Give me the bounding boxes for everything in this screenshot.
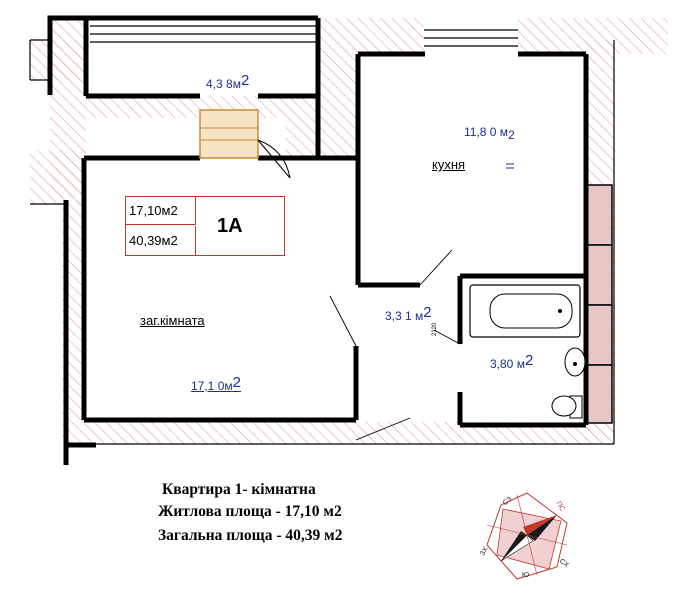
bathroom-area-unit-exp: 2 <box>524 352 534 369</box>
hallway-area-unit-exp: 2 <box>423 304 432 321</box>
total-area-cell: 40,39м2 <box>126 226 196 255</box>
toilet <box>551 395 583 419</box>
summary-apartment-type: Квартира 1- кімнатна <box>162 481 316 498</box>
bathtub <box>469 284 581 338</box>
dimension-note: 2120 <box>432 322 438 336</box>
walls <box>47 15 589 465</box>
apartment-info-table: 17,10м2 40,39м2 1А <box>125 196 285 256</box>
balcony-door <box>199 109 291 179</box>
compass-label-south: Ю <box>522 572 530 579</box>
balcony-area-unit-exp: 2 <box>240 72 250 89</box>
living-room-area-label: 17,1 0м2 <box>191 374 241 394</box>
living-room-area-unit-exp: 2 <box>232 374 241 391</box>
living-room-name: заг.кімната <box>140 313 205 328</box>
bathroom-area-label: 3,80 м2 <box>490 352 534 372</box>
kitchen-counter-mark <box>506 163 514 169</box>
thin-lines <box>29 25 615 445</box>
kitchen-name: кухня <box>432 157 466 172</box>
bathroom-area: 3,80 м <box>490 357 525 371</box>
kitchen-area-label: 11,8 0 м2 <box>464 125 515 142</box>
summary-total-area: Загальна площа - 40,39 м2 <box>158 527 343 544</box>
kitchen-area-unit-exp: 2 <box>508 128 515 142</box>
ventilation-shafts <box>585 184 613 424</box>
hallway-area-label: 3,3 1 м2 <box>385 304 432 324</box>
living-room-area: 17,1 0м <box>191 379 233 393</box>
living-area-cell: 17,10м2 <box>126 197 196 225</box>
sink <box>564 347 586 377</box>
kitchen-area: 11,8 0 м <box>464 125 509 139</box>
summary-living-area: Житлова площа - 17,10 м2 <box>158 503 342 520</box>
balcony-area: 4,3 8м <box>206 77 241 91</box>
apartment-label: 1А <box>217 215 243 237</box>
hallway-area: 3,3 1 м <box>385 309 424 323</box>
balcony-area-label: 4,3 8м2 <box>206 72 250 92</box>
compass-rose-icon <box>486 492 568 580</box>
door-swings <box>329 249 461 441</box>
